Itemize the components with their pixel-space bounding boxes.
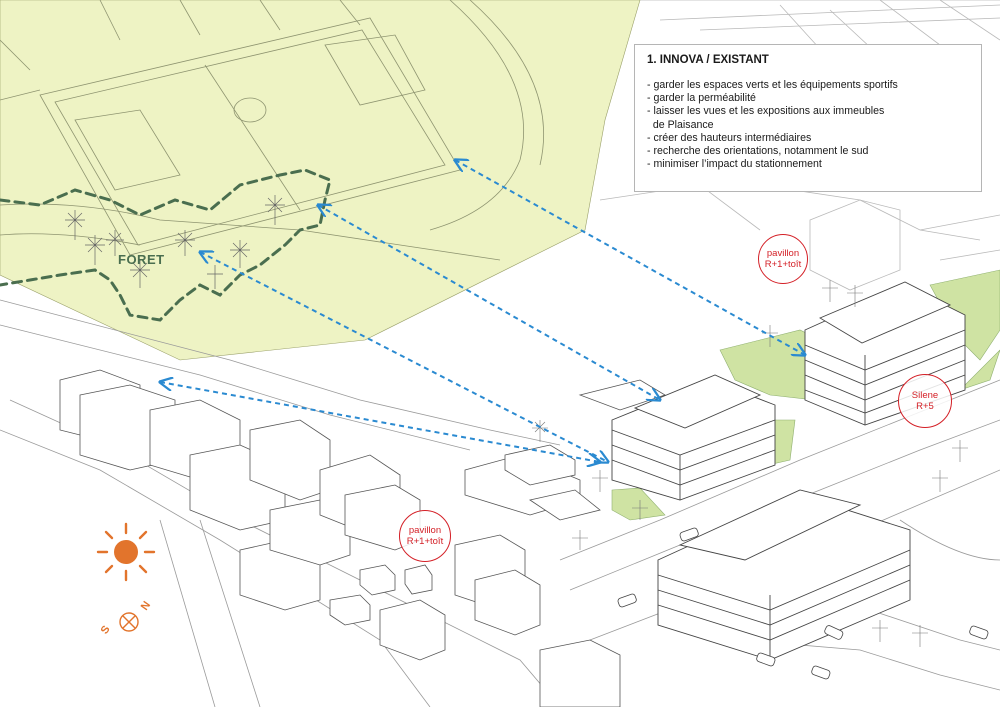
tag-line: R+5 (916, 401, 934, 412)
legend-item: - laisser les vues et les expositions au… (647, 105, 885, 118)
legend-list: - garder les espaces verts et les équipe… (647, 79, 969, 171)
new-building-a (611, 374, 776, 501)
tag-line: Silene (911, 389, 939, 401)
legend-item: - recherche des orientations, notamment … (647, 145, 869, 158)
forest-outline (0, 168, 332, 322)
legend-item: - créer des hauteurs intermédiaires (647, 131, 812, 144)
legend-title: 1. INNOVA / EXISTANT (647, 54, 769, 66)
objectives-legend: 1. INNOVA / EXISTANT - garder les espace… (634, 44, 982, 192)
tag-line: pavillon (766, 247, 800, 259)
view-arrow-4 (160, 382, 600, 462)
compass-icon (119, 612, 139, 632)
legend-item: - garder les espaces verts et les équipe… (647, 79, 898, 91)
forest-zone (0, 0, 641, 361)
legend-item: - garder la perméabilité (647, 92, 756, 105)
tag-pavillon-left: pavillon R+1+toît (399, 510, 451, 562)
tag-line: R+1+toît (764, 259, 802, 270)
existing-buildings (59, 369, 666, 707)
forest-label: FORET (118, 252, 165, 267)
tag-line: pavillon (408, 524, 442, 536)
view-arrows (160, 160, 805, 462)
tag-silene: Silene R+5 (898, 374, 952, 428)
sun-icon (96, 522, 156, 582)
cars (617, 527, 989, 680)
legend-item: - minimiser l’impact du stationnement (647, 158, 822, 171)
tag-line: R+1+toît (406, 536, 444, 547)
tag-pavillon-right: pavillon R+1+toît (758, 234, 808, 284)
new-building-c (657, 489, 911, 661)
legend-item: de Plaisance (647, 118, 714, 131)
